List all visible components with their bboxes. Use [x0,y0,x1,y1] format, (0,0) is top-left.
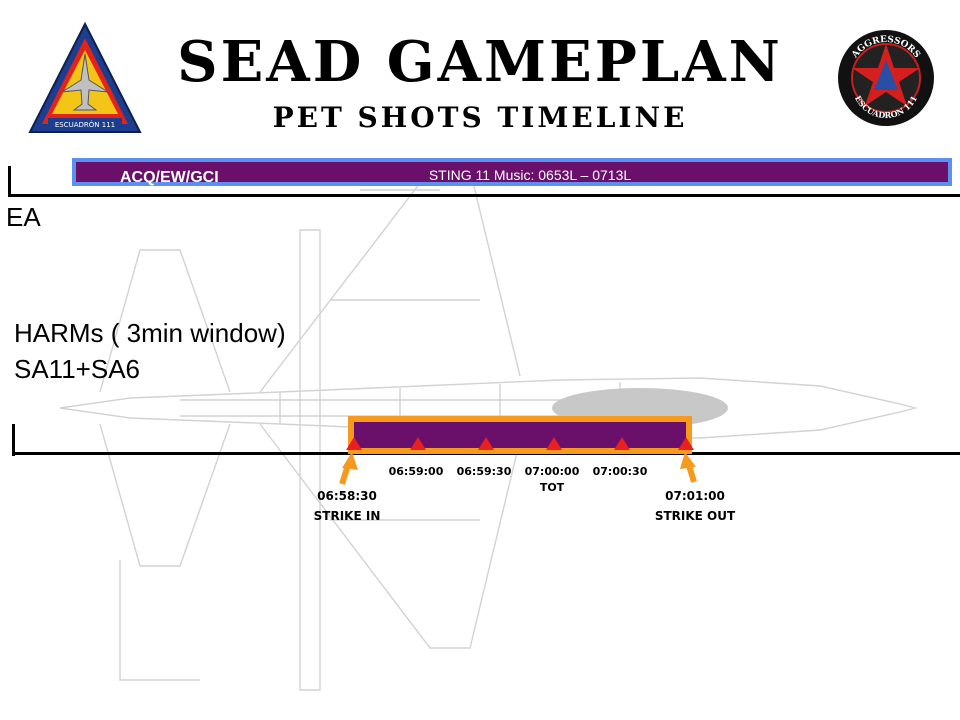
page-title: SEAD GAMEPLAN [177,29,783,95]
page-subtitle: PET SHOTS TIMELINE [272,101,688,134]
strike-out-time: 07:01:00 [665,489,725,503]
strike-out-marker: 07:01:00 STRIKE OUT [645,486,745,526]
harm-window-bar [348,416,692,454]
acq-ew-gci-bar [72,158,952,186]
left-emblem-text: ESCUADRÓN 111 [55,120,115,129]
harms-window-label: HARMs ( 3min window) [14,318,286,348]
sting-music-label: STING 11 Music: 0653L – 0713L [428,167,632,183]
strike-in-marker: 06:58:30 STRIKE IN [297,486,397,526]
tick-label-0659-00: 06:59:00 [388,465,444,478]
strike-in-label: STRIKE IN [313,509,381,523]
strike-out-label: STRIKE OUT [654,509,736,523]
acq-row-axis [8,194,960,197]
ea-label: EA [6,202,41,232]
tick-label-0700-00: 07:00:00 [524,465,580,478]
tick-label-0700-30: 07:00:30 [592,465,648,478]
harm-row-start-tick [12,424,15,456]
harms-label: HARMs ( 3min window) SA11+SA6 [14,315,286,387]
harms-targets-label: SA11+SA6 [14,354,141,384]
tot-label: TOT [539,481,565,494]
aggressors-emblem-icon: AGGRESSORS ESCUADRON 111 [838,30,934,126]
acq-ew-gci-label: ACQ/EW/GCI [120,169,219,186]
strike-in-time: 06:58:30 [317,489,377,503]
acq-row-start-tick [8,166,11,196]
escuadron-111-emblem-icon: ESCUADRÓN 111 [28,21,142,133]
tick-label-0659-30: 06:59:30 [456,465,512,478]
